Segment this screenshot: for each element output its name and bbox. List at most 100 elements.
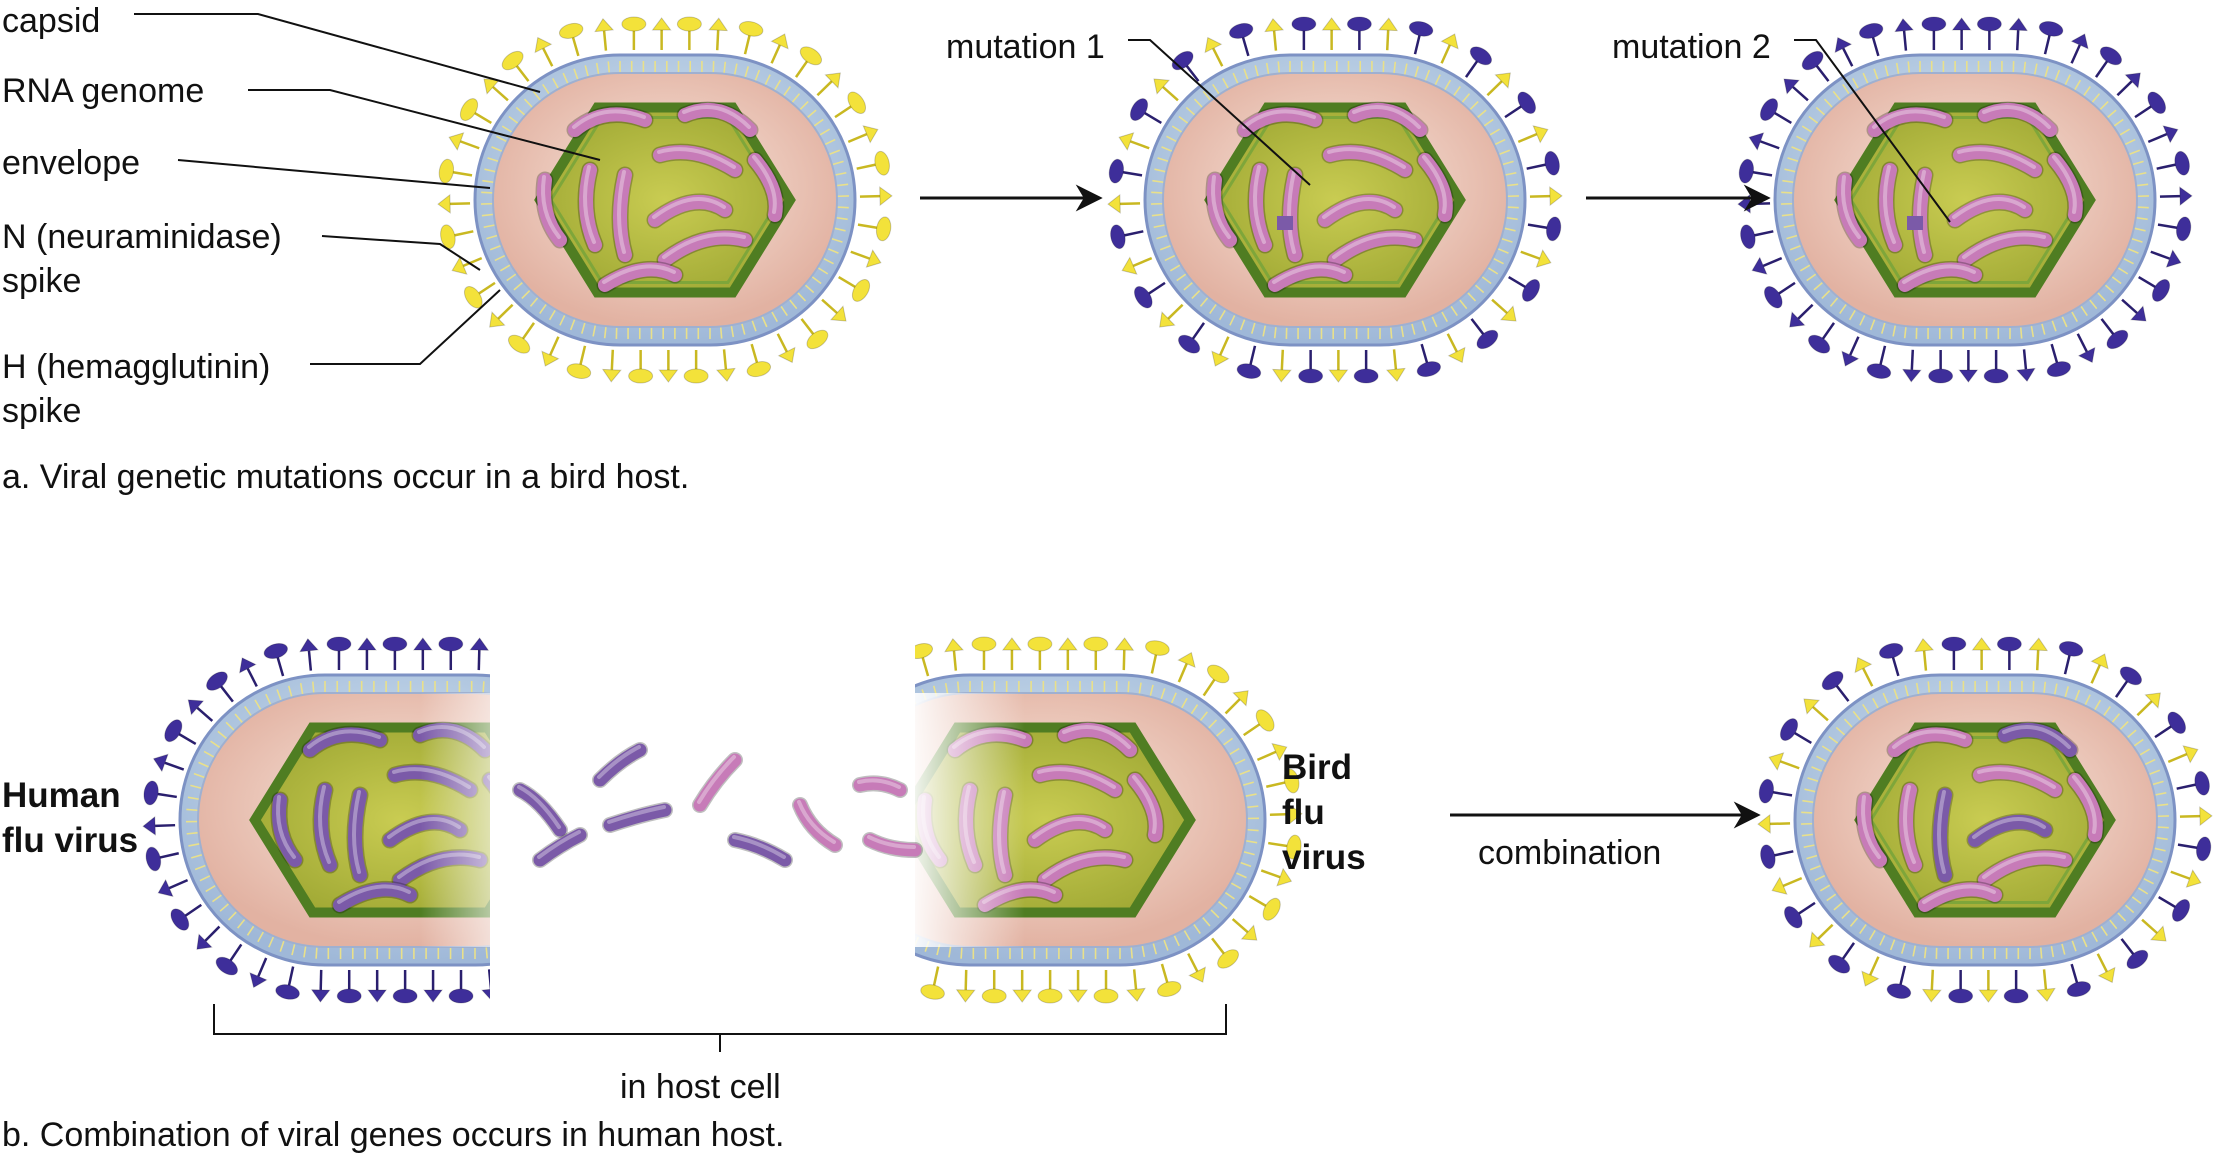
virus-mutation-2-rna-1-hl	[1982, 105, 2051, 129]
virus-mutation-2-spike-37-h-head	[1834, 36, 1853, 54]
virus-human-open-lipid-41	[547, 922, 555, 933]
virus-combined-spike-39-stalk	[1922, 650, 1928, 671]
virus-human-open-lipid-19	[545, 705, 553, 717]
virus-bird-open-lipid-87	[871, 722, 881, 732]
virus-combined-spike-13-h-head	[2185, 869, 2202, 888]
virus-human-open-spike-38-stalk	[177, 732, 197, 745]
virus-combined-rna-3-hl	[1903, 785, 1916, 864]
virus-mutation-2-spike-22-n-head	[1928, 368, 1954, 384]
virus-human-open-lipid-29	[599, 806, 613, 807]
virus-bird-original-spike-7-h-head	[824, 72, 841, 89]
virus-combined-rna-8	[1978, 850, 2072, 887]
virus-human-open-spike-18-stalk	[567, 938, 579, 954]
virus-combined-spike-0-n-head	[1941, 636, 1967, 652]
virus-mutation-2-rna-0	[1868, 107, 1952, 137]
virus-mutation-1-rna-0-hl	[1242, 109, 1316, 129]
virus-human-open-rna-0	[303, 727, 387, 757]
virus-combined-rna-1	[1998, 723, 2077, 757]
virus-combined-spike-30-n-head	[1760, 844, 1776, 870]
virus-bird-open-spike-6-n-head	[1145, 640, 1170, 656]
virus-bird-open-spike-26-n-head	[981, 988, 1007, 1004]
virus-mutation-2-spike-21-h-head	[1958, 369, 1979, 383]
virus-mutation-1-spike-18-n-head	[1416, 361, 1442, 378]
virus-bird-open-spike-43-h-head	[944, 637, 964, 653]
virus-bird-open-spike-43-stalk	[952, 650, 958, 671]
virus-mutation-1-rna-5-hl	[1327, 147, 1406, 169]
virus-human-open-spike-32-n-head	[170, 908, 190, 931]
virus-bird-original-spike-16-stalk	[800, 318, 815, 336]
virus-bird-original-spike-13-h-head	[865, 249, 882, 268]
virus-combined-spike-3-stalk	[2035, 650, 2040, 671]
rna-fragment-8	[863, 833, 922, 857]
virus-human-open-spike-8-stalk	[559, 679, 570, 696]
virus-combined-rna-6	[2068, 773, 2103, 842]
virus-bird-open-spike-7-h-head	[1177, 651, 1196, 669]
virus-human-open-spike-7-stalk	[534, 664, 542, 682]
virus-human-open-spike-29-stalk	[257, 957, 268, 977]
virus-mutation-2-spike-28-stalk	[1777, 281, 1796, 295]
virus-human-open-spike-38-n-head	[164, 719, 183, 743]
virus-mutation-1-rna-0	[1238, 107, 1322, 137]
virus-combined-rna-5-hl	[1977, 767, 2056, 789]
virus-mutation-1-spike-3-stalk	[1385, 30, 1390, 51]
virus-combined-spike-4-stalk	[2063, 654, 2071, 675]
virus-mutation-2-spike-33-h-head	[1748, 132, 1765, 151]
virus-bird-original-spike-26-stalk	[521, 322, 536, 341]
virus-mutation-1-spike-7-h-head	[1494, 72, 1511, 89]
virus-bird-open-spike-39-stalk	[842, 708, 857, 721]
virus-bird-open-body	[802, 636, 1303, 1004]
virus-mutation-1-spike-19-stalk	[1392, 349, 1398, 370]
virus-human-open-spike-22-n-head	[448, 988, 474, 1004]
virus-mutation-1-rna-6	[1418, 153, 1453, 222]
virus-combined-spike-17-h-head	[2097, 966, 2116, 984]
virus-human-open-spike-14-n-head	[640, 834, 658, 860]
virus-mutation-2-spike-25-stalk	[1849, 336, 1860, 356]
virus-bird-original-rna-0-hl	[572, 109, 646, 129]
virus-mutation-1-spike-3-h-head	[1378, 17, 1399, 32]
virus-human-open-body	[142, 636, 658, 1004]
virus-mutation-2-spike-17-stalk	[2076, 333, 2088, 353]
virus-mutation-2-rna-1	[1978, 103, 2057, 137]
virus-human-open-spike-21-h-head	[481, 988, 490, 1000]
virus-human-open-lipid-34	[593, 862, 606, 867]
virus-bird-original-spike-33-stalk	[460, 140, 480, 150]
virus-mutation-1-spike-32-n-head	[1108, 158, 1125, 184]
virus-bird-original-spike-24-stalk	[579, 345, 587, 366]
virus-bird-original-spike-23-h-head	[601, 368, 622, 383]
virus-bird-original-spike-15-stalk	[821, 298, 838, 314]
virus-bird-original-rna-9	[598, 262, 682, 292]
virus-bird-original-spike-38-stalk	[571, 36, 580, 57]
virus-bird-open-spike-5-stalk	[1122, 650, 1126, 671]
virus-mutation-2-spike-23-stalk	[1910, 349, 1915, 370]
virus-mutation-2-spike-32-n-head	[1738, 158, 1755, 184]
virus-mutation-2-spike-38-n-head	[1858, 22, 1884, 39]
virus-bird-original-spike-17-h-head	[777, 346, 796, 364]
virus-mutation-2-spike-10-n-head	[2174, 150, 2190, 176]
virus-mutation-1-spike-38-stalk	[1241, 36, 1250, 57]
virus-bird-open-spike-18-n-head	[1217, 949, 1239, 969]
virus-mutation-1-rna-4-hl	[1287, 170, 1296, 254]
virus-combined-spike-19-h-head	[2035, 987, 2056, 1003]
virus-human-open-spike-41-stalk	[246, 668, 258, 687]
virus-bird-open-lipid-82	[839, 774, 852, 779]
virus-combined-spike-10-stalk	[2176, 783, 2197, 790]
virus-combined-spike-26-stalk	[1841, 942, 1856, 961]
virus-human-open-spike-24-n-head	[392, 988, 418, 1004]
virus-bird-open-spike-36-stalk	[802, 794, 822, 797]
virus-bird-original-spike-37-stalk	[542, 47, 554, 67]
virus-bird-open-spike-9-stalk	[1224, 698, 1241, 715]
virus-bird-open-spike-13-stalk	[1269, 812, 1290, 817]
virus-mutation-1-spike-39-h-head	[1264, 17, 1285, 33]
virus-mutation-1-rna-3	[1249, 163, 1272, 252]
virus-human-open-rna-9-hl	[337, 884, 411, 904]
virus-bird-open-spike-39-h-head	[833, 700, 848, 715]
virus-bird-open-spike-33-stalk	[814, 880, 832, 888]
virus-bird-original-spike-8-n-head	[847, 91, 867, 114]
rna-fragment-4	[693, 753, 742, 812]
leader-h-spike	[310, 289, 501, 365]
virus-combined-spike-29-stalk	[1782, 876, 1803, 888]
virus-bird-open-lipid-67	[892, 924, 900, 936]
virus-bird-open-spike-16-stalk	[1248, 895, 1268, 908]
virus-bird-open-spike-11-stalk	[1256, 750, 1277, 762]
virus-bird-original-spike-34-n-head	[459, 98, 479, 121]
